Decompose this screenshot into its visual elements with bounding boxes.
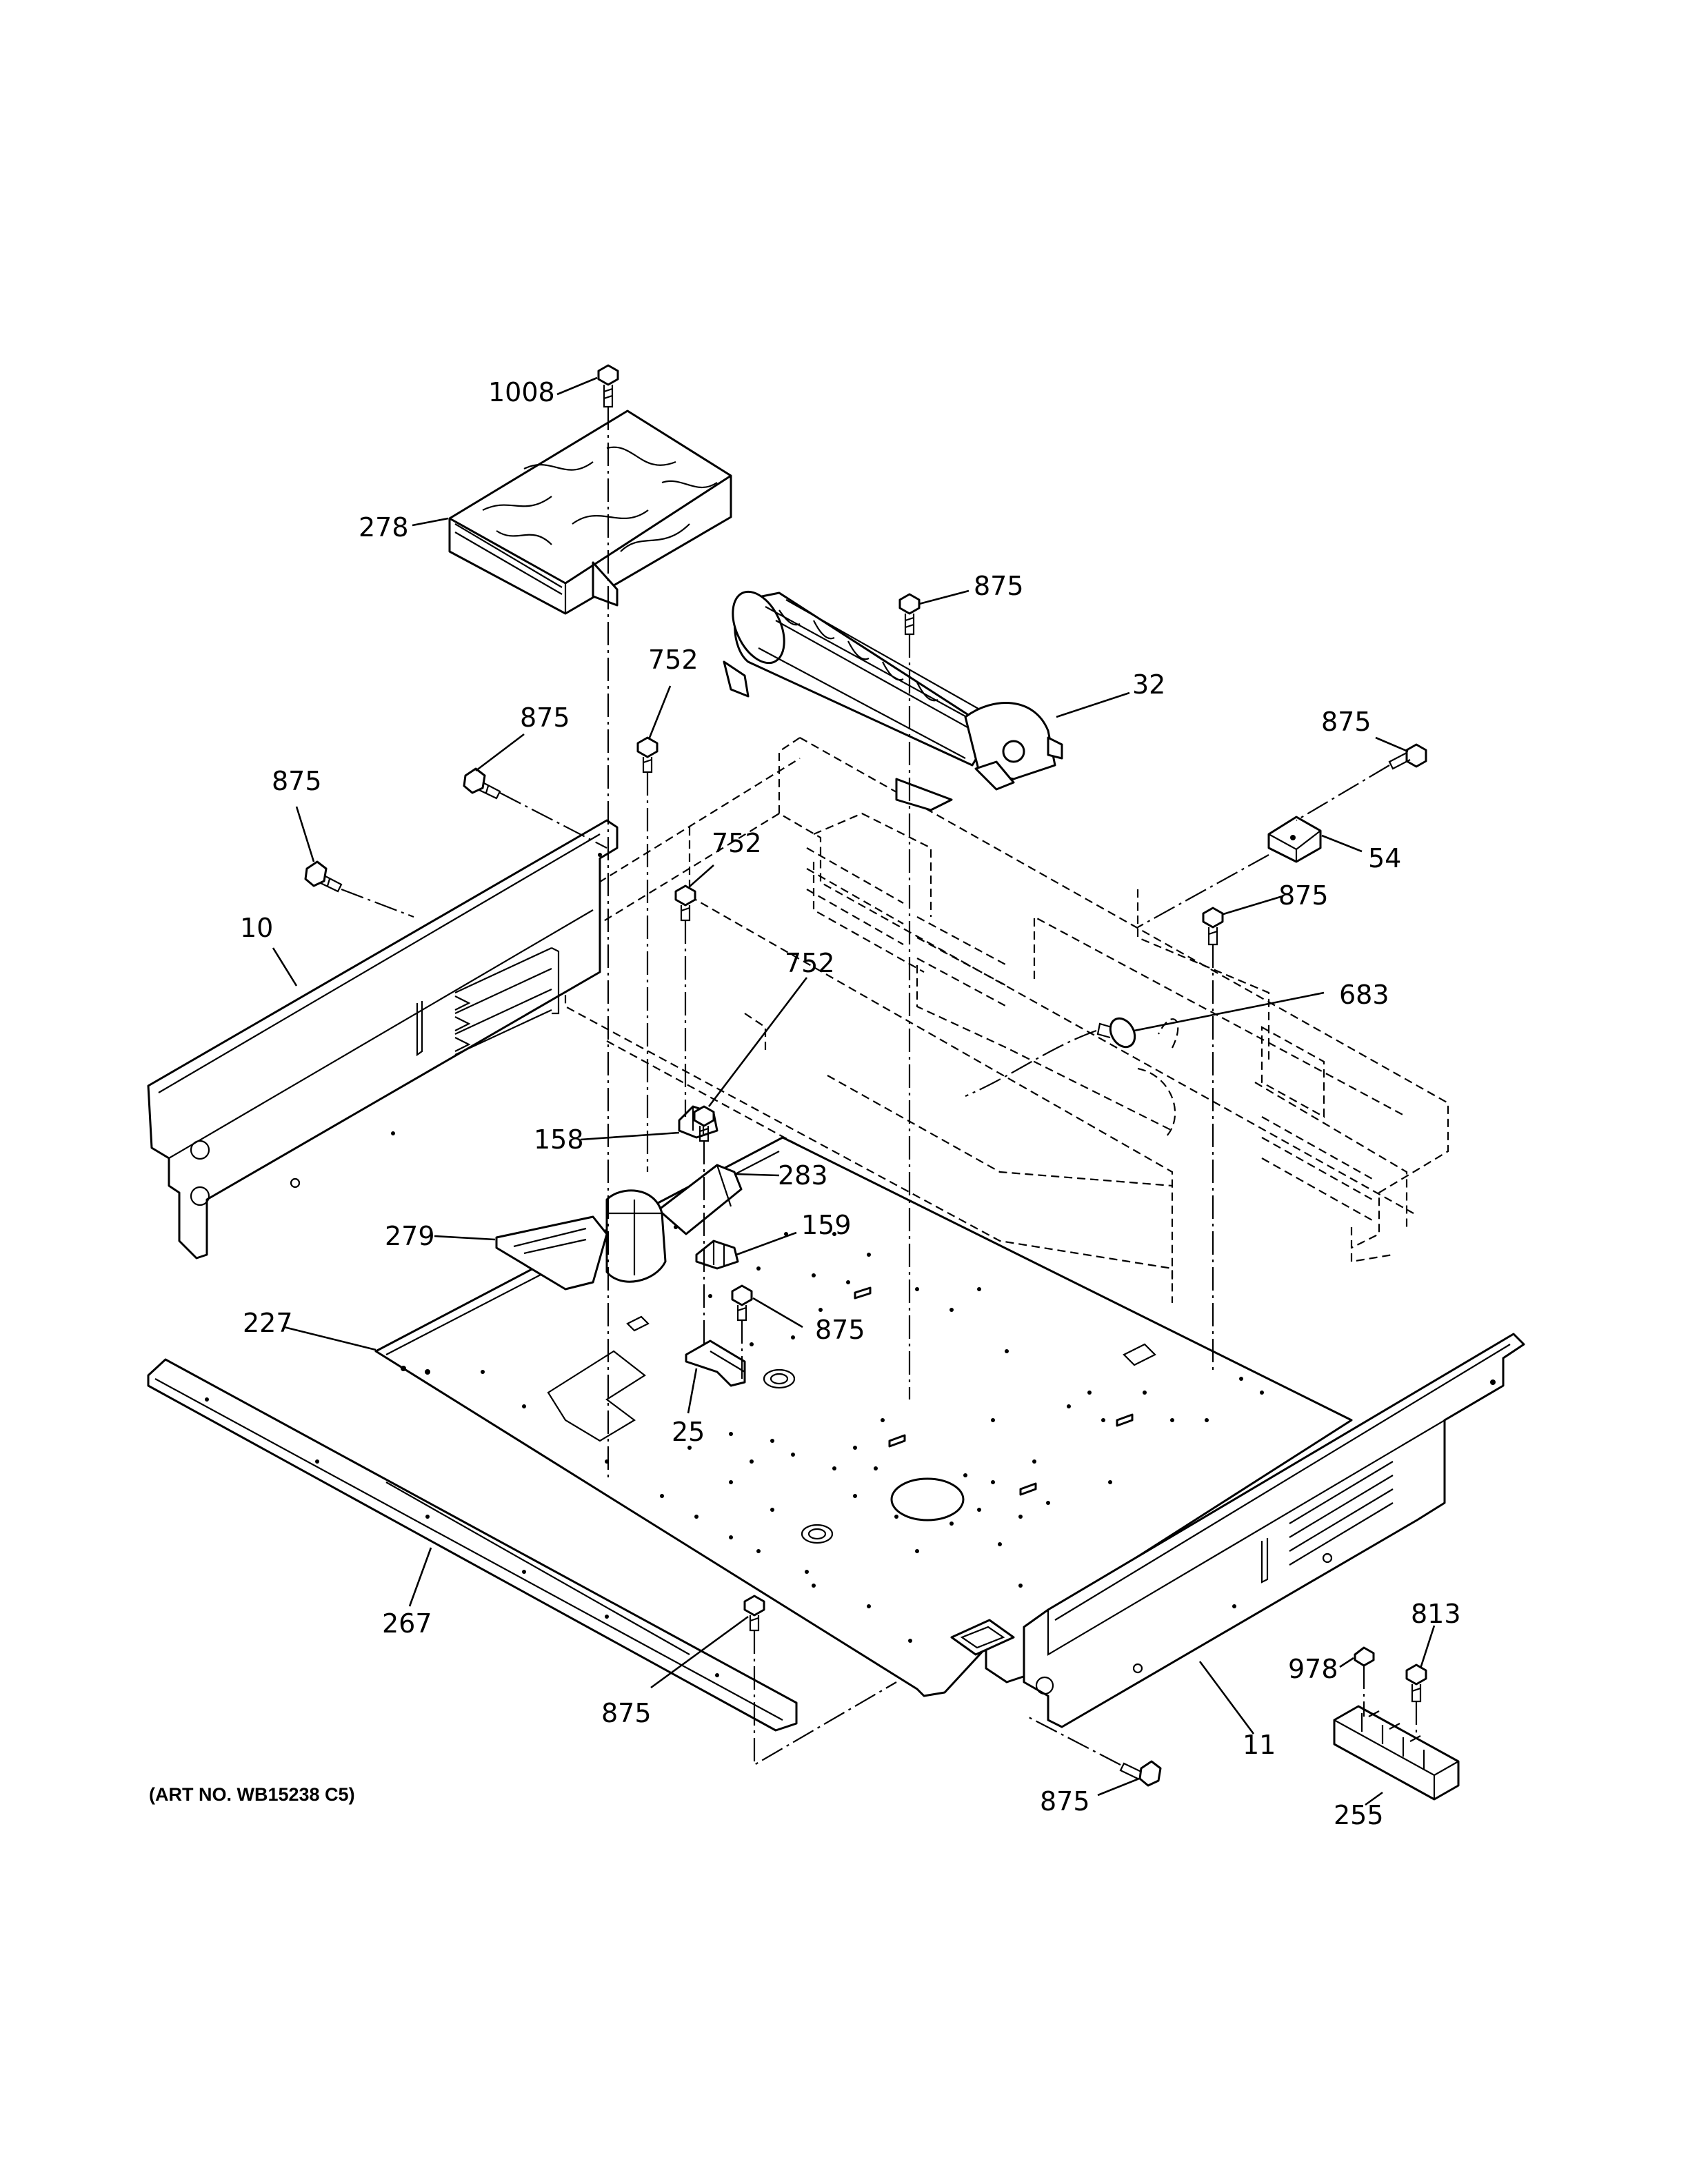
screw-752-a <box>636 736 659 774</box>
label-683: 683 <box>1339 980 1389 1010</box>
label-875-bottom-right: 875 <box>1040 1786 1090 1817</box>
screw-752-c <box>693 1105 715 1142</box>
label-283: 283 <box>778 1160 828 1191</box>
part-10-left-side-panel <box>147 819 619 1260</box>
label-978: 978 <box>1288 1654 1338 1684</box>
part-267-front-rail <box>147 1358 798 1732</box>
screw-875-bottom-left <box>743 1595 765 1632</box>
screw-875-right-mid <box>1202 907 1224 946</box>
part-255-terminal-block <box>1333 1705 1460 1801</box>
art-number: (ART NO. WB15238 C5) <box>149 1784 355 1805</box>
label-227: 227 <box>243 1308 293 1338</box>
label-875-center: 875 <box>815 1315 865 1345</box>
label-875-bottom-left: 875 <box>601 1698 652 1728</box>
label-813: 813 <box>1411 1599 1461 1629</box>
screw-875-fan <box>898 593 921 636</box>
label-278: 278 <box>359 512 409 543</box>
part-54-bracket <box>1267 816 1322 863</box>
screw-1008 <box>597 364 619 408</box>
part-278-insulation-block <box>448 410 732 615</box>
label-752-c: 752 <box>785 948 835 978</box>
label-10: 10 <box>240 913 273 943</box>
label-875-left-b: 875 <box>272 766 322 796</box>
label-159: 159 <box>801 1210 852 1240</box>
part-683-knob <box>1096 1017 1136 1049</box>
assembly-centerlines <box>341 407 1418 1766</box>
label-875-left-a: 875 <box>520 702 570 733</box>
label-267: 267 <box>382 1608 432 1639</box>
label-54: 54 <box>1368 843 1401 873</box>
screw-813 <box>1405 1664 1427 1703</box>
label-279: 279 <box>385 1221 435 1251</box>
label-25: 25 <box>672 1417 705 1447</box>
label-255: 255 <box>1334 1800 1384 1830</box>
screw-875-bottom-right <box>1119 1760 1162 1787</box>
screw-752-b <box>674 884 696 922</box>
label-11: 11 <box>1243 1730 1276 1760</box>
part-159-bracket <box>695 1240 739 1270</box>
label-32: 32 <box>1132 669 1165 700</box>
label-752-a: 752 <box>648 645 699 675</box>
part-labels: 1008 278 875 32 752 752 752 875 875 875 … <box>240 377 1461 1830</box>
label-875-right-mid: 875 <box>1278 880 1329 911</box>
rear-duct-hidden-lines <box>564 737 1449 1317</box>
part-11-right-side-panel <box>1023 1333 1525 1728</box>
leader-lines <box>272 376 1436 1806</box>
screw-875-left-b <box>304 860 343 893</box>
label-875-right-top: 875 <box>1321 707 1372 737</box>
part-279-283-catalyst-assembly <box>495 1164 743 1291</box>
label-875-fan: 875 <box>974 571 1024 601</box>
screw-875-right-top <box>1388 743 1427 770</box>
base-plate-slots <box>854 1286 1134 1496</box>
part-978-clip <box>1354 1646 1375 1667</box>
label-1008: 1008 <box>488 377 555 407</box>
part-32-tangential-blower <box>723 590 1063 811</box>
base-plate-holes <box>401 1225 1264 1643</box>
label-158: 158 <box>534 1124 584 1155</box>
screw-fasteners <box>304 364 1427 1787</box>
part-25-bracket <box>685 1339 746 1387</box>
screw-875-left-a <box>463 767 501 800</box>
label-752-b: 752 <box>712 828 762 858</box>
